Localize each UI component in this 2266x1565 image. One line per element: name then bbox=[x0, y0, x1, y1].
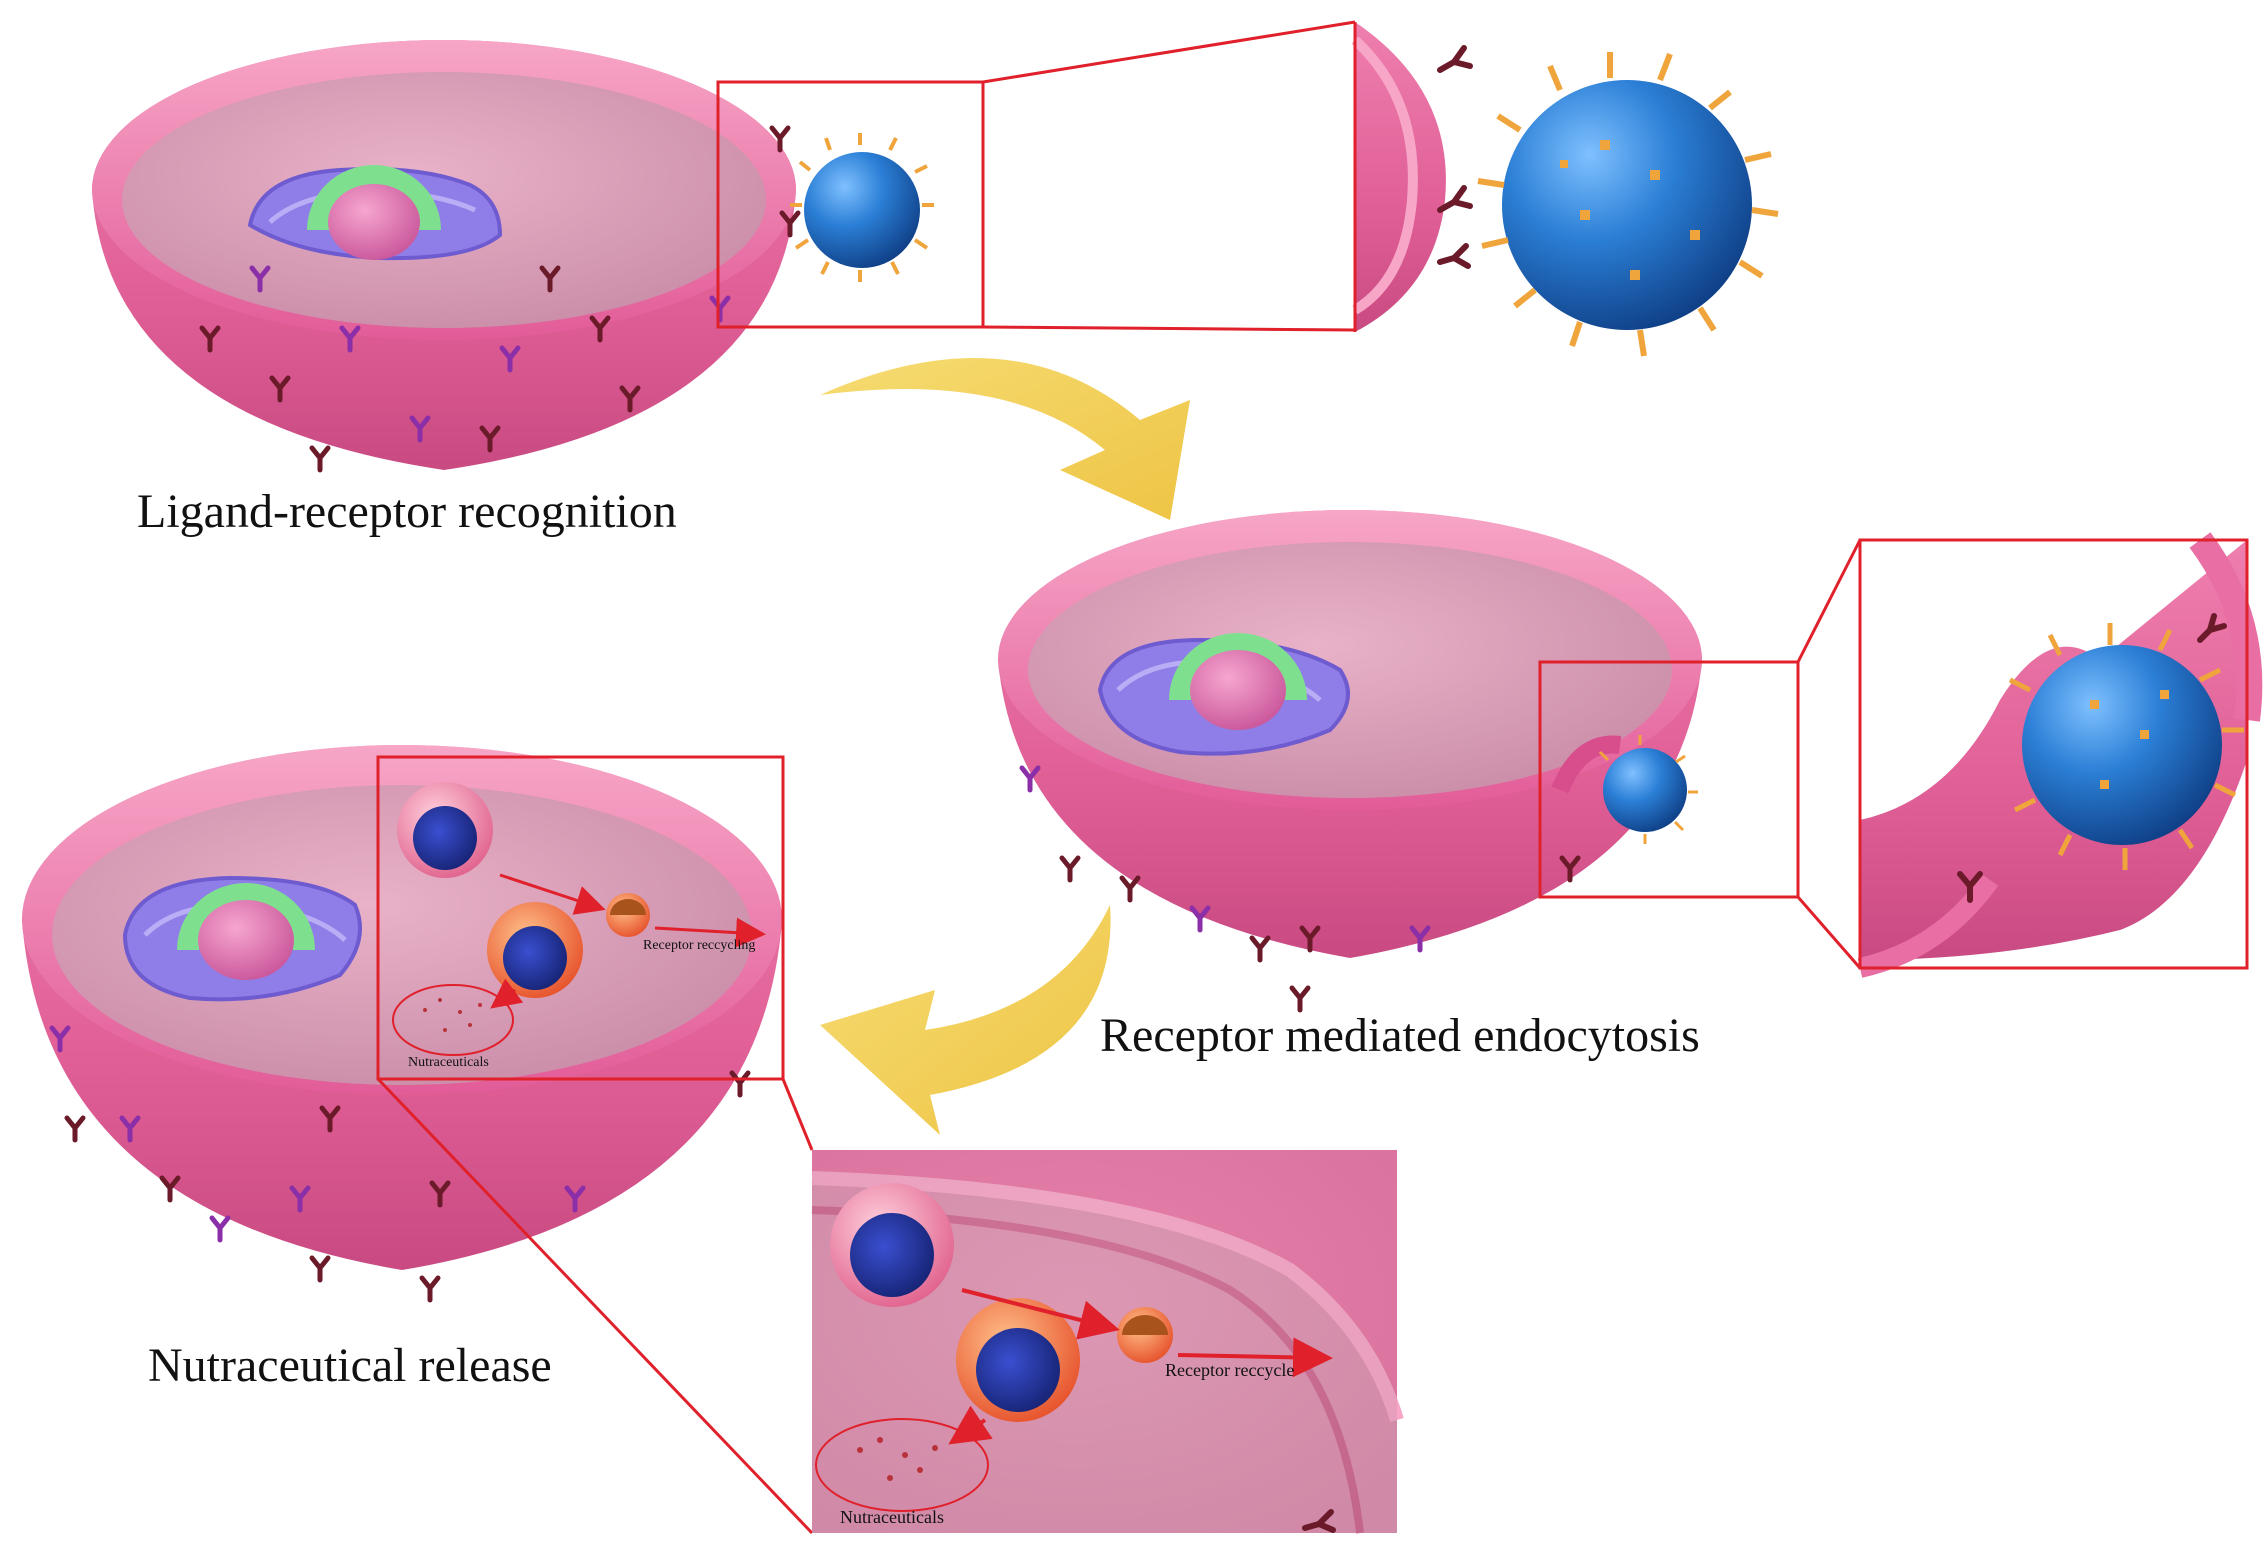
caption-receptor-mediated-endocytosis: Receptor mediated endocytosis bbox=[1100, 1009, 1700, 1062]
nutraceuticals-label-small: Nutraceuticals bbox=[408, 1055, 489, 1070]
zoom-inset-1 bbox=[1351, 22, 1779, 357]
nanoparticle-1 bbox=[790, 133, 934, 282]
receptor-recycle-label: Receptor reccycle bbox=[1165, 1360, 1294, 1380]
nucleus-2 bbox=[1169, 633, 1307, 730]
nutraceuticals-label-large: Nutraceuticals bbox=[840, 1507, 944, 1527]
zoom-box-2 bbox=[1538, 660, 1800, 899]
caption-nutraceutical-release: Nutraceutical release bbox=[148, 1339, 552, 1392]
caption-ligand-receptor-recognition: Ligand-receptor recognition bbox=[137, 485, 677, 538]
receptors-2 bbox=[1019, 765, 1581, 1013]
process-arrow-2 bbox=[820, 905, 1111, 1135]
zoom-box-3 bbox=[376, 755, 785, 1081]
process-arrow-1 bbox=[820, 357, 1190, 520]
cell-nutraceutical-release: Receptor reccycling Nutraceuticals bbox=[22, 745, 814, 1535]
endocytic-pit bbox=[1551, 735, 1698, 844]
zoom-box-1 bbox=[716, 80, 985, 329]
zoom-inset-2 bbox=[1857, 532, 2263, 978]
cell-endocytosis bbox=[998, 510, 1862, 1013]
receptor-recycling-label: Receptor reccycling bbox=[643, 938, 755, 953]
zoom-inset-3: Receptor reccycle Nutraceuticals bbox=[811, 1150, 1404, 1534]
receptors-1 bbox=[199, 125, 801, 473]
cytoplasm-3 bbox=[52, 785, 752, 1085]
cell-ligand-recognition bbox=[92, 20, 1356, 473]
vesicles-small: Receptor reccycling Nutraceuticals bbox=[392, 782, 766, 1070]
nucleus-1 bbox=[307, 165, 441, 260]
nucleus-3 bbox=[177, 883, 315, 980]
receptors-3 bbox=[49, 1025, 751, 1303]
